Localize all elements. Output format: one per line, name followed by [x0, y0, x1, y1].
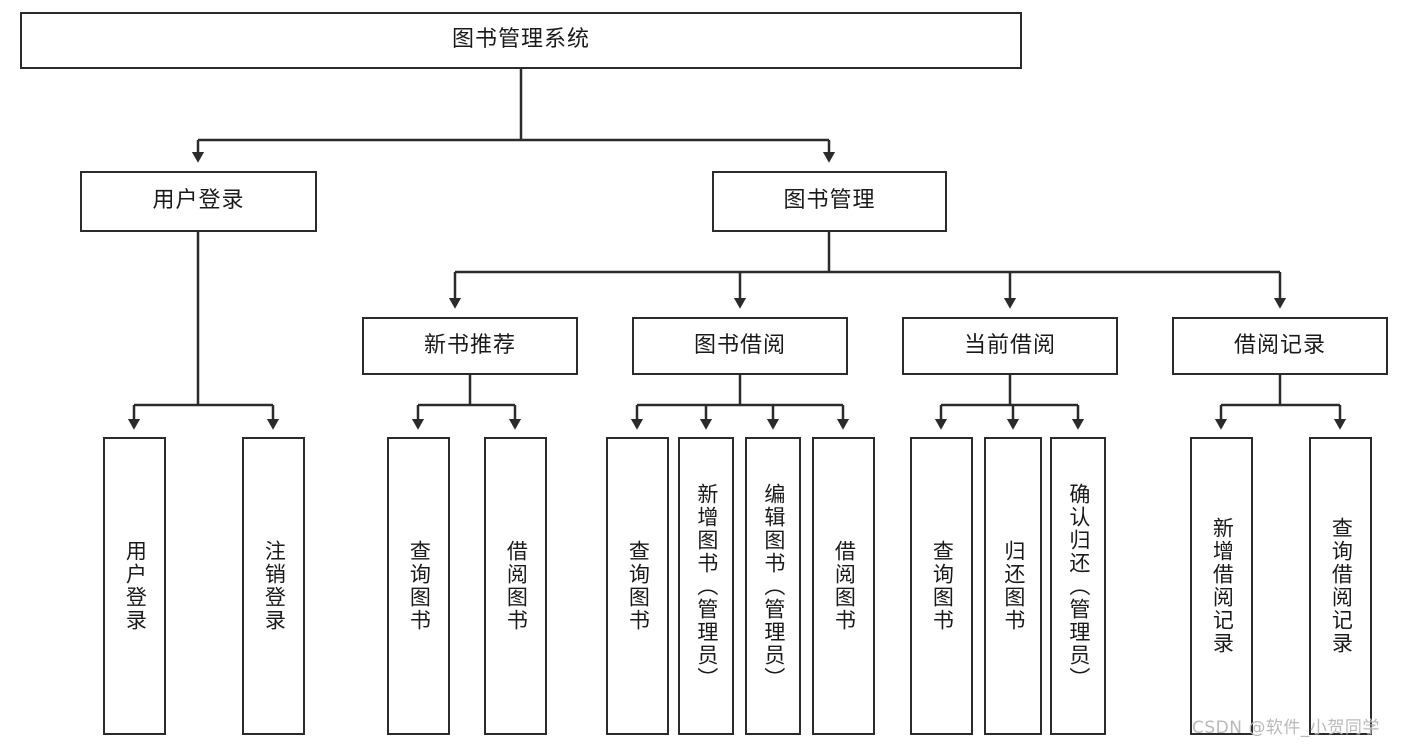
leaf-edit-book[interactable]: 编辑图书（管理员）	[745, 437, 801, 735]
leaf-label: 借阅图书	[832, 540, 857, 632]
leaf-label: 查询图书	[930, 540, 955, 632]
leaf-return-book[interactable]: 归还图书	[984, 437, 1042, 735]
leaf-borrow-book-2[interactable]: 借阅图书	[812, 437, 875, 735]
leaf-label: 查询图书	[407, 540, 432, 632]
leaf-add-record[interactable]: 新增借阅记录	[1190, 437, 1253, 735]
leaf-borrow-book-1[interactable]: 借阅图书	[484, 437, 547, 735]
node-borrow-record[interactable]: 借阅记录	[1172, 317, 1388, 375]
node-book-borrow[interactable]: 图书借阅	[632, 317, 848, 375]
leaf-logout[interactable]: 注销登录	[242, 437, 305, 735]
leaf-label: 查询借阅记录	[1329, 517, 1354, 655]
leaf-query-book-2[interactable]: 查询图书	[606, 437, 669, 735]
leaf-confirm-return[interactable]: 确认归还（管理员）	[1050, 437, 1106, 735]
leaf-query-book-1[interactable]: 查询图书	[387, 437, 450, 735]
leaf-label: 注销登录	[262, 540, 287, 632]
leaf-label: 用户登录	[123, 540, 148, 632]
node-book-manage[interactable]: 图书管理	[712, 171, 947, 232]
node-book-manage-label: 图书管理	[783, 188, 876, 214]
leaf-label: 查询图书	[626, 540, 651, 632]
node-book-borrow-label: 图书借阅	[693, 332, 786, 358]
node-new-book-rec[interactable]: 新书推荐	[362, 317, 578, 375]
node-user-login-label: 用户登录	[152, 188, 245, 214]
leaf-label: 新增借阅记录	[1210, 517, 1235, 655]
leaf-label: 确认归还（管理员）	[1066, 482, 1091, 690]
leaf-label: 借阅图书	[504, 540, 529, 632]
leaf-query-record[interactable]: 查询借阅记录	[1309, 437, 1372, 735]
node-current-borrow-label: 当前借阅	[963, 332, 1056, 358]
leaf-label: 归还图书	[1001, 540, 1026, 632]
leaf-query-book-3[interactable]: 查询图书	[910, 437, 973, 735]
node-root-label: 图书管理系统	[451, 27, 590, 53]
leaf-user-login[interactable]: 用户登录	[103, 437, 166, 735]
leaf-label: 新增图书（管理员）	[694, 482, 719, 690]
watermark-text: CSDN @软件_小贺同学	[1192, 718, 1380, 738]
node-current-borrow[interactable]: 当前借阅	[902, 317, 1118, 375]
node-user-login[interactable]: 用户登录	[80, 171, 317, 232]
node-root[interactable]: 图书管理系统	[20, 12, 1022, 69]
leaf-add-book[interactable]: 新增图书（管理员）	[678, 437, 734, 735]
leaf-label: 编辑图书（管理员）	[761, 482, 786, 690]
node-new-book-rec-label: 新书推荐	[423, 332, 516, 358]
node-borrow-record-label: 借阅记录	[1233, 332, 1326, 358]
